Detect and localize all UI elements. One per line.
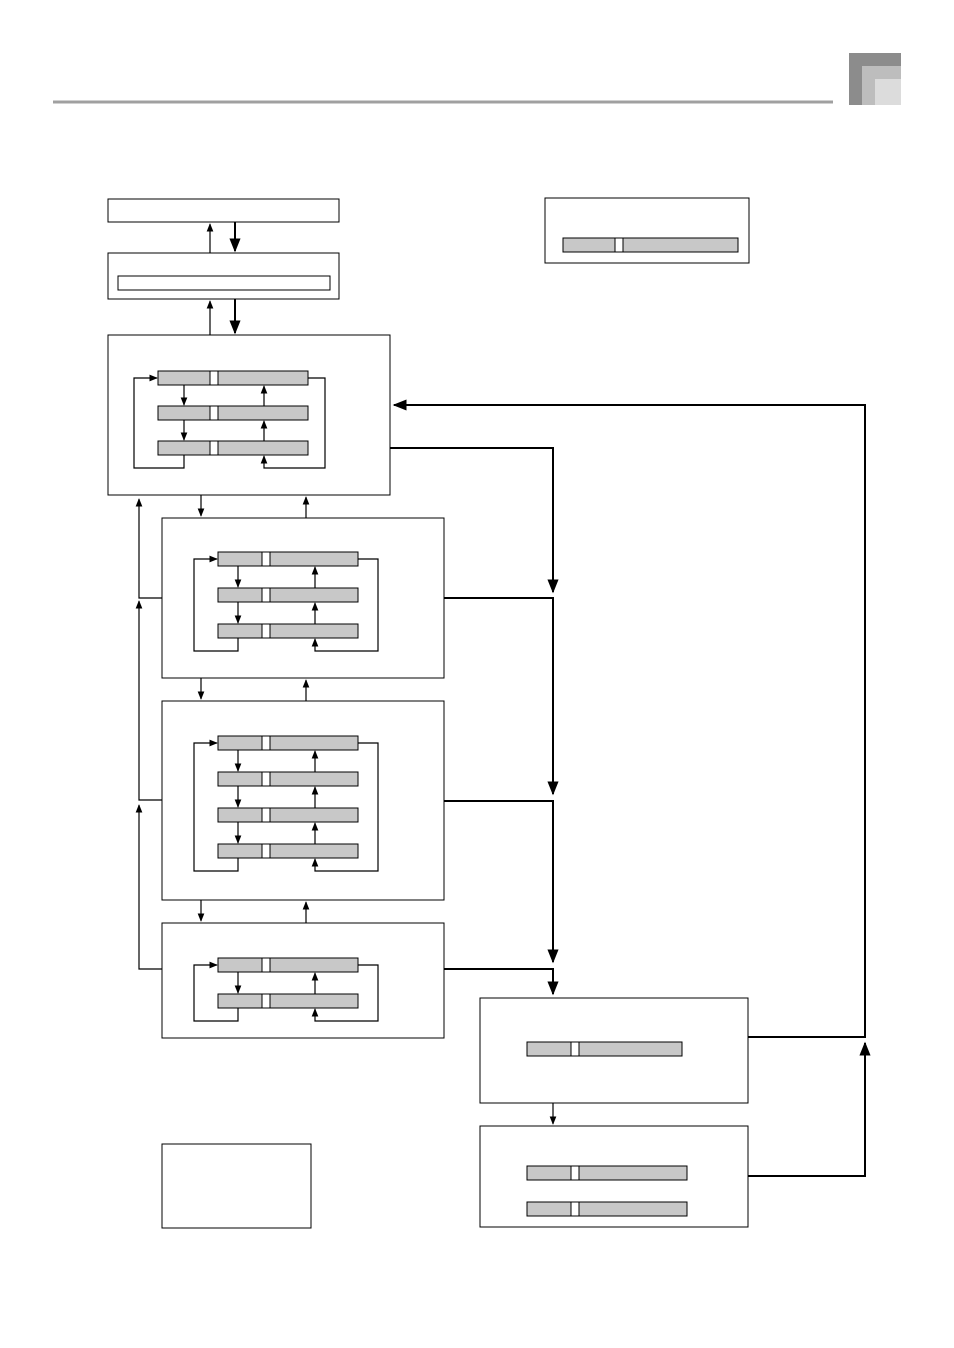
result1-bar-body: [526, 1041, 683, 1057]
menu2-bar-3: [217, 623, 359, 639]
loop-r2-to-right: [748, 1041, 871, 1177]
menu3-bar-4-body: [217, 843, 359, 859]
menu2-bar-2-body: [217, 587, 359, 603]
menu2-wrap-down: [193, 555, 239, 652]
display-bars: [157, 237, 739, 1217]
menu3-bar-4: [217, 843, 359, 859]
menu3-bar-3-separator: [261, 807, 271, 823]
menu3-bar-2-separator: [261, 771, 271, 787]
result1-bar: [526, 1041, 683, 1057]
menu2-bar-3-separator: [261, 623, 271, 639]
chapter-tab-mark: [849, 53, 901, 105]
result2-bar-2: [526, 1201, 688, 1217]
menu4-bar-2: [217, 993, 359, 1009]
menu4-bar-2-separator: [261, 993, 271, 1009]
menu-box-3: [161, 700, 445, 901]
result2-bar-1-body: [526, 1165, 688, 1181]
exit-m4: [444, 968, 559, 996]
menu3-bar-1-separator: [261, 735, 271, 751]
exit-m2: [444, 597, 559, 796]
flowchart-boxes: [107, 197, 750, 1229]
menu1-bar-1-separator: [209, 370, 219, 386]
menu3-bar-3: [217, 807, 359, 823]
menu-loops: [133, 374, 379, 1022]
menu2-bar-1-separator: [261, 551, 271, 567]
tab-mark-inner: [875, 79, 901, 105]
menu3-bar-4-separator: [261, 843, 271, 859]
menu1-wrap-up: [260, 377, 326, 469]
menu1-bar-3-separator: [209, 440, 219, 456]
connector-lines: [135, 222, 871, 1177]
legend-box: [544, 197, 750, 264]
menu1-bar-3: [157, 440, 309, 456]
loop-r1-to-m1: [392, 399, 866, 1038]
menu-box-4: [161, 922, 445, 1039]
menu2-bar-2: [217, 587, 359, 603]
menu2-bar-2-separator: [261, 587, 271, 603]
note-box: [161, 1143, 312, 1229]
menu4-bar-1-body: [217, 957, 359, 973]
menu3-bar-1: [217, 735, 359, 751]
return-m2-to-m1: [135, 498, 162, 599]
menu3-bar-2-body: [217, 771, 359, 787]
result2-bar-1: [526, 1165, 688, 1181]
top-box: [107, 198, 340, 223]
menu2-bar-1-body: [217, 551, 359, 567]
menu4-bar-1: [217, 957, 359, 973]
menu1-bar-1: [157, 370, 309, 386]
return-m4-to-m3: [135, 804, 162, 970]
menu4-bar-1-separator: [261, 957, 271, 973]
menu4-wrap-up: [311, 964, 379, 1022]
menu4-wrap-down: [193, 961, 239, 1022]
menu1-bar-3-body: [157, 440, 309, 456]
exit-m1: [390, 447, 559, 594]
menu2-bar-1: [217, 551, 359, 567]
return-m3-to-m2: [135, 600, 162, 801]
menu3-bar-1-body: [217, 735, 359, 751]
menu1-bar-1-body: [157, 370, 309, 386]
page-header: [53, 53, 901, 105]
menu1-wrap-down: [133, 374, 185, 469]
result2-bar-1-separator: [570, 1165, 580, 1181]
exit-m3: [444, 800, 559, 964]
menu2-wrap-up: [311, 558, 379, 652]
menu2-bar-3-body: [217, 623, 359, 639]
result1-bar-separator: [570, 1041, 580, 1057]
menu4-bar-2-body: [217, 993, 359, 1009]
menu1-bar-2-separator: [209, 405, 219, 421]
legend-bar: [562, 237, 739, 253]
menu3-wrap-up: [311, 742, 379, 872]
menu1-bar-2: [157, 405, 309, 421]
menu3-bar-2: [217, 771, 359, 787]
menu1-bar-2-body: [157, 405, 309, 421]
legend-bar-body: [562, 237, 739, 253]
result2-bar-2-body: [526, 1201, 688, 1217]
result2-bar-2-separator: [570, 1201, 580, 1217]
second-box-inner-field: [117, 275, 331, 291]
legend-bar-separator: [614, 237, 624, 253]
menu3-bar-3-body: [217, 807, 359, 823]
menu3-wrap-down: [193, 739, 239, 872]
